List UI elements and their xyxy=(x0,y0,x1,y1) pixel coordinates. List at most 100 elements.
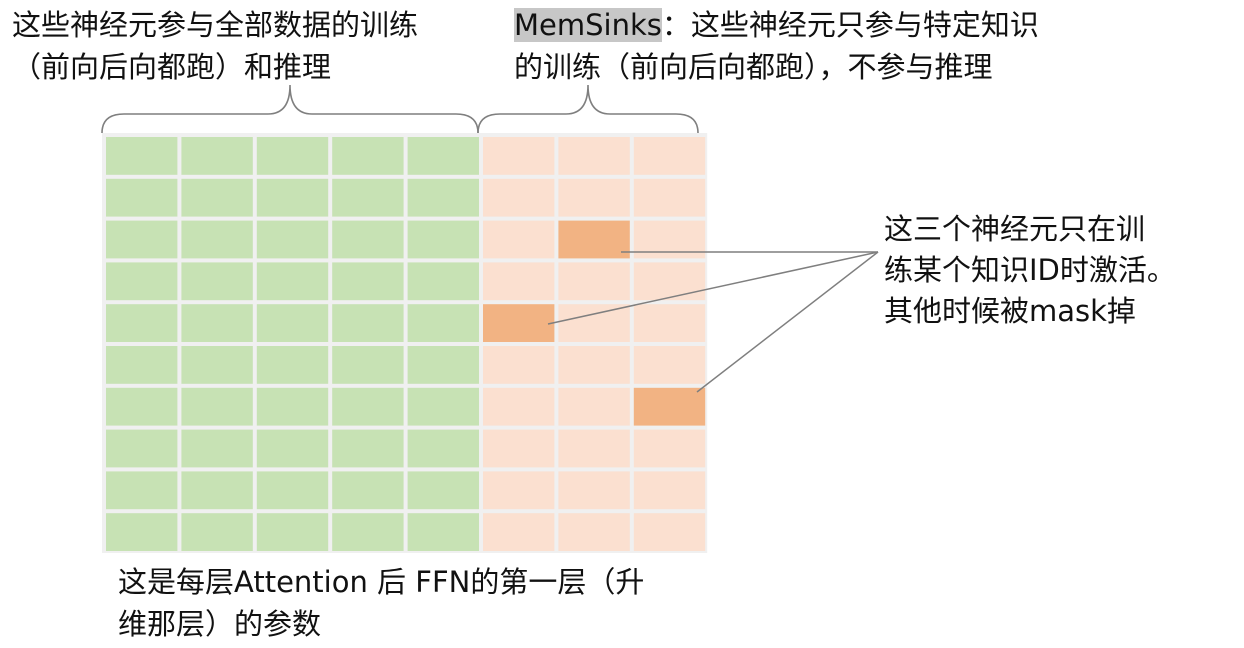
shared-neuron-cell xyxy=(181,304,253,342)
memsinks-label-line1: MemSinks：这些神经元只参与特定知识 xyxy=(514,4,1039,46)
shared-neuron-cell xyxy=(256,513,329,551)
memsinks-label-line2: 的训练（前向后向都跑），不参与推理 xyxy=(514,50,993,84)
shared-neuron-cell xyxy=(332,137,404,175)
memsink-neuron-cell xyxy=(483,137,555,175)
shared-neuron-cell xyxy=(332,304,404,342)
shared-neuron-cell xyxy=(106,137,178,175)
shared-neuron-cell xyxy=(181,513,253,551)
shared-neuron-cell xyxy=(332,387,404,426)
memsink-neuron-cell xyxy=(483,471,555,510)
shared-neuron-cell xyxy=(106,178,178,217)
shared-neuron-cell xyxy=(407,178,479,217)
shared-neuron-cell xyxy=(407,304,479,342)
memsink-neuron-cell xyxy=(633,137,706,175)
green-group-label-line2: （前向后向都跑）和推理 xyxy=(12,50,332,84)
shared-neuron-cell xyxy=(181,220,253,259)
shared-neuron-cell xyxy=(407,471,479,510)
active-neuron-cell xyxy=(558,220,630,259)
shared-neuron-cell xyxy=(181,471,253,510)
memsink-neuron-cell xyxy=(633,304,706,342)
callout-line-2 xyxy=(547,251,879,325)
shared-neuron-cell xyxy=(332,262,404,301)
shared-neuron-cell xyxy=(407,513,479,551)
memsink-neuron-cell xyxy=(558,387,630,426)
memsink-neuron-cell xyxy=(483,220,555,259)
shared-neuron-cell xyxy=(106,220,178,259)
memsink-neuron-cell xyxy=(483,262,555,301)
shared-neuron-cell xyxy=(256,471,329,510)
shared-neuron-cell xyxy=(181,262,253,301)
shared-neuron-cell xyxy=(332,471,404,510)
callout-lines xyxy=(547,251,879,393)
memsink-neuron-cell xyxy=(558,346,630,384)
memsink-neuron-cell xyxy=(633,471,706,510)
memsinks-label-line1-rest: ：这些神经元只参与特定知识 xyxy=(661,8,1039,42)
shared-neuron-cell xyxy=(106,429,178,468)
memsink-neuron-cell xyxy=(558,137,630,175)
shared-neuron-cell xyxy=(256,387,329,426)
active-neuron-callout: 这三个神经元只在训 练某个知识ID时激活。 其他时候被mask掉 xyxy=(884,209,1176,332)
memsink-neuron-cell xyxy=(558,429,630,468)
callout-line3: 其他时候被mask掉 xyxy=(884,294,1136,328)
shared-neuron-cell xyxy=(181,178,253,217)
callout-line2: 练某个知识ID时激活。 xyxy=(884,253,1176,287)
shared-neuron-cell xyxy=(106,513,178,551)
shared-neuron-cell xyxy=(332,513,404,551)
shared-neuron-cell xyxy=(332,429,404,468)
memsink-neuron-cell xyxy=(558,471,630,510)
memsink-neuron-cell xyxy=(558,262,630,301)
memsink-neuron-cell xyxy=(483,513,555,551)
callout-line-3 xyxy=(696,251,879,393)
shared-neuron-cell xyxy=(106,262,178,301)
active-neuron-cell xyxy=(483,304,555,342)
right-brace xyxy=(477,84,699,134)
shared-neuron-cell xyxy=(407,262,479,301)
shared-neuron-cell xyxy=(256,137,329,175)
shared-neuron-cell xyxy=(256,220,329,259)
shared-neuron-cell xyxy=(256,262,329,301)
shared-neuron-cell xyxy=(407,387,479,426)
green-group-label-line1: 这些神经元参与全部数据的训练 xyxy=(12,8,419,42)
parameter-grid xyxy=(102,133,708,553)
shared-neuron-cell xyxy=(256,346,329,384)
memsink-neuron-cell xyxy=(633,429,706,468)
memsink-neuron-cell xyxy=(483,429,555,468)
shared-neuron-cell xyxy=(332,178,404,217)
active-neuron-cell xyxy=(633,387,706,426)
shared-neuron-cell xyxy=(407,137,479,175)
shared-neuron-cell xyxy=(106,471,178,510)
shared-neuron-cell xyxy=(181,387,253,426)
memsink-neuron-cell xyxy=(483,346,555,384)
memsink-neuron-cell xyxy=(483,178,555,217)
green-group-label: 这些神经元参与全部数据的训练 （前向后向都跑）和推理 xyxy=(12,4,418,88)
left-brace xyxy=(101,84,479,134)
shared-neuron-cell xyxy=(407,346,479,384)
shared-neuron-cell xyxy=(407,429,479,468)
shared-neuron-cell xyxy=(181,346,253,384)
shared-neuron-cell xyxy=(256,304,329,342)
memsink-neuron-cell xyxy=(558,304,630,342)
ffn-caption: 这是每层Attention 后 FFN的第一层（升 维那层）的参数 xyxy=(118,561,644,645)
shared-neuron-cell xyxy=(181,429,253,468)
shared-neuron-cell xyxy=(106,387,178,426)
memsink-neuron-cell xyxy=(633,178,706,217)
memsink-neuron-cell xyxy=(558,178,630,217)
shared-neuron-cell xyxy=(181,137,253,175)
shared-neuron-cell xyxy=(106,304,178,342)
shared-neuron-cell xyxy=(256,429,329,468)
ffn-caption-line1: 这是每层Attention 后 FFN的第一层（升 xyxy=(118,565,645,599)
memsinks-group-label: MemSinks：这些神经元只参与特定知识 的训练（前向后向都跑），不参与推理 xyxy=(514,4,1039,88)
ffn-caption-line2: 维那层）的参数 xyxy=(118,607,322,641)
shared-neuron-cell xyxy=(256,178,329,217)
memsinks-highlight: MemSinks xyxy=(514,8,662,42)
memsink-neuron-cell xyxy=(633,513,706,551)
shared-neuron-cell xyxy=(106,346,178,384)
shared-neuron-cell xyxy=(332,220,404,259)
memsink-neuron-cell xyxy=(558,513,630,551)
callout-line1: 这三个神经元只在训 xyxy=(884,212,1146,246)
shared-neuron-cell xyxy=(332,346,404,384)
shared-neuron-cell xyxy=(407,220,479,259)
memsink-neuron-cell xyxy=(483,387,555,426)
memsink-neuron-cell xyxy=(633,346,706,384)
